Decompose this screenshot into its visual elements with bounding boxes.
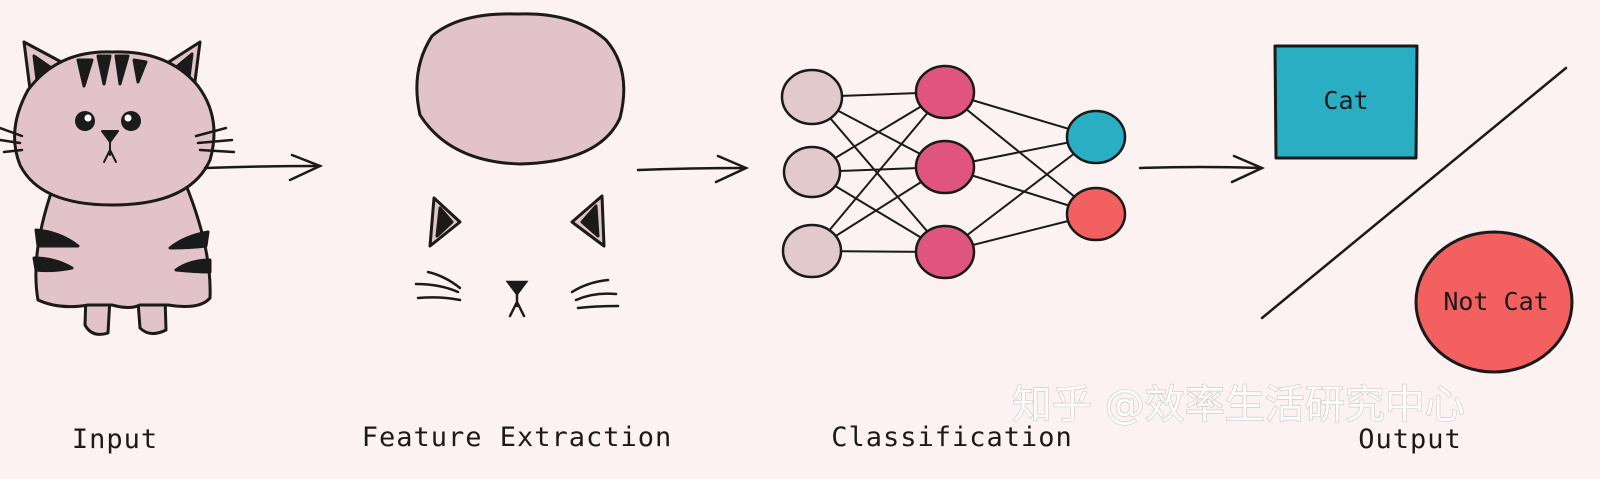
output-divider-line [1260,66,1568,320]
hidden-node-3 [914,224,976,280]
stage-label-classification: Classification [831,422,1073,453]
output-node-2 [1065,186,1127,242]
feature-ear-left [428,196,462,248]
feature-ear-right [570,194,606,248]
feature-whiskers-right [570,278,620,310]
cat-output-label: Cat [1323,86,1368,115]
network-edge [944,136,1097,253]
cat-output-box: Cat [1273,44,1419,160]
arrow-features-to-classification [636,154,750,184]
input-node-3 [781,223,843,279]
network-edge [811,96,946,253]
input-node-1 [780,68,844,126]
feature-head-shape [415,12,626,166]
hidden-node-1 [914,64,976,120]
arrow-input-to-features [203,153,324,182]
not-cat-output-label: Not Cat [1443,287,1548,316]
feature-whiskers-left [414,270,462,302]
cat-illustration [0,40,236,336]
input-node-2 [782,145,842,199]
hidden-node-2 [914,139,976,195]
watermark-text: 知乎 @效率生活研究中心 [1012,382,1465,428]
not-cat-output-circle: Not Cat [1414,230,1574,374]
stage-label-feature-extraction: Feature Extraction [362,422,673,453]
output-node-1 [1065,109,1127,165]
stage-label-input: Input [72,424,158,455]
arrow-classification-to-output [1138,154,1266,184]
stage-label-output: Output [1358,424,1462,455]
network-nodes [780,64,1127,280]
network-edge [811,91,946,252]
feature-nose-mouth [505,280,529,318]
